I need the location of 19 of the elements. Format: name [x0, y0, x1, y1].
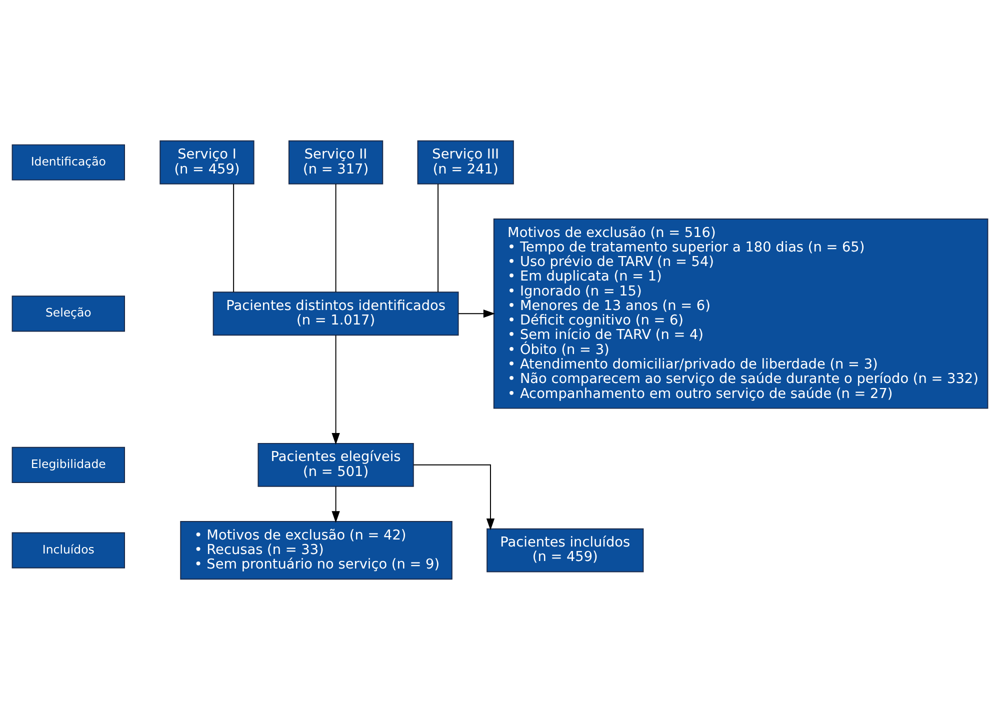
node-box: Identificação	[12, 144, 125, 180]
arrow	[413, 464, 495, 530]
arrow	[458, 310, 496, 318]
node-box: Incluídos	[12, 532, 125, 568]
node-box: Serviço II (n = 317)	[288, 140, 384, 184]
node-box: Pacientes elegíveis (n = 501)	[258, 442, 414, 487]
node-box: Elegibilidade	[12, 446, 125, 483]
node-box: Motivos de exclusão (n = 516) • Tempo de tratamento superior a 180 dias (n = 65) • Uso prévio de TARV (n = 54) • Em duplicata (n = 1) • Ignorado (n = 15) • Menores de 13 anos (n = 6) • Déficit cognitivo (n = 6) • Sem início de TARV (n = 4) • Óbito (n = 3) • Atendimento domiciliar/privado de liberdade (n = 3) • Não comparecem ao serviço de saúde durante o período (n = 332) • Acompanhamento em outro serviço de saúde (n = 27)	[493, 218, 988, 409]
node-box: Pacientes distintos identificados (n = 1.017)	[212, 292, 459, 336]
node-box: Serviço I (n = 459)	[160, 140, 254, 184]
connector	[438, 184, 439, 292]
connector	[233, 184, 234, 292]
node-box: • Motivos de exclusão (n = 42) • Recusas (n = 33) • Sem prontuário no serviço (n = 9)	[180, 521, 452, 580]
node-box: Seleção	[12, 296, 125, 332]
node-box: Serviço III (n = 241)	[417, 140, 514, 184]
connector	[335, 184, 336, 292]
arrow	[332, 334, 340, 445]
arrow	[332, 486, 340, 523]
node-box: Pacientes incluídos (n = 459)	[486, 528, 644, 572]
